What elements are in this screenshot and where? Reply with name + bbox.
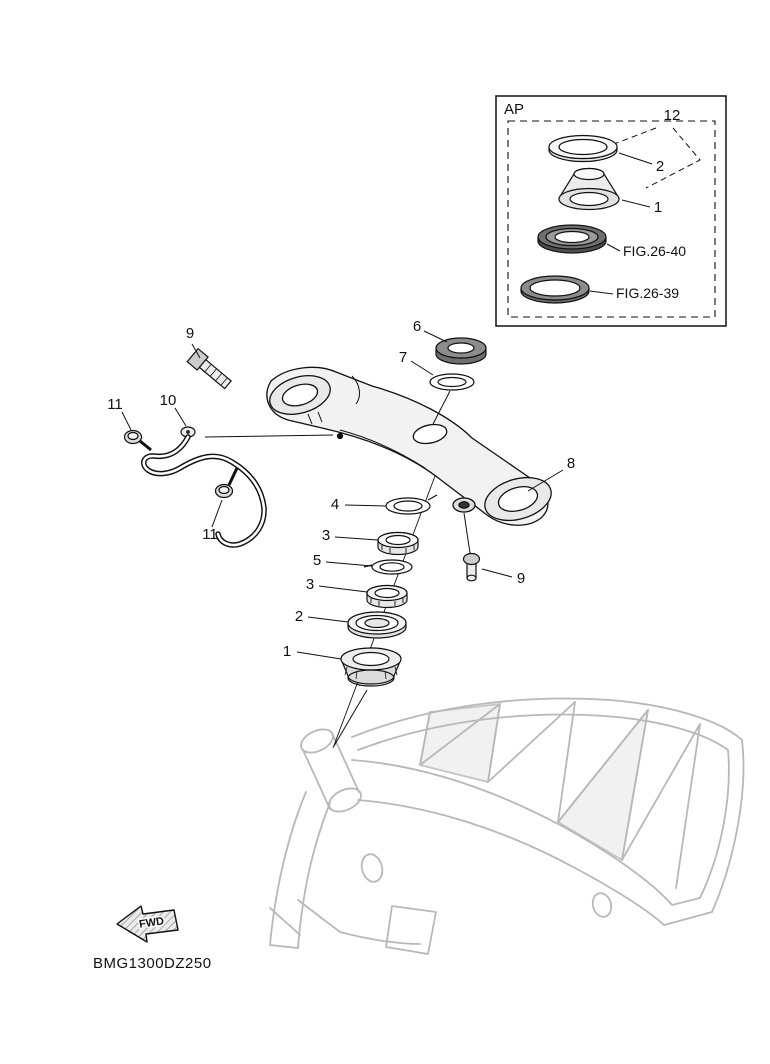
callout-3-upper: 3 bbox=[322, 527, 330, 544]
callout-9-top: 9 bbox=[186, 325, 194, 342]
callout-3-lower: 3 bbox=[306, 576, 314, 593]
callout-5: 5 bbox=[313, 552, 321, 569]
part-3-ring-nut-upper bbox=[377, 531, 419, 556]
callout-4: 4 bbox=[331, 496, 339, 513]
fig-ref-26-40: FIG.26-40 bbox=[623, 243, 686, 259]
callout-11-left: 11 bbox=[107, 396, 123, 413]
part-11-bolt-left bbox=[123, 429, 152, 452]
ap-inset: AP 12 2 1 FIG.26-40 bbox=[495, 95, 727, 327]
bolt-hole-line bbox=[463, 512, 471, 554]
part-9-bolt-bottom bbox=[462, 552, 481, 582]
inset-callout-12: 12 bbox=[664, 107, 681, 124]
callout-9-bottom: 9 bbox=[517, 570, 525, 587]
inset-callout-1: 1 bbox=[654, 199, 662, 216]
fwd-label: FWD bbox=[138, 915, 165, 930]
inset-callout-2: 2 bbox=[656, 158, 664, 175]
drawing-code: BMG1300DZ250 bbox=[93, 955, 212, 972]
part-2-dust-seal bbox=[347, 611, 407, 639]
part-11-bolt-bottom bbox=[214, 467, 239, 499]
inset-bearing-fig-26-40 bbox=[537, 224, 607, 254]
inset-dashed-border bbox=[507, 120, 716, 318]
fig-ref-26-39: FIG.26-39 bbox=[616, 285, 679, 301]
part-5-tab-washer bbox=[363, 559, 413, 575]
part-1-lower-bearing bbox=[340, 647, 402, 687]
part-10-cable-guide bbox=[141, 426, 267, 548]
part-6-bearing-cover bbox=[435, 337, 487, 365]
callout-1: 1 bbox=[283, 643, 291, 660]
inset-part-1-bearing-cone bbox=[558, 167, 620, 211]
bearing-to-headtube-line bbox=[333, 689, 368, 747]
guide-mount-line bbox=[204, 434, 334, 438]
lower-bracket bbox=[266, 366, 552, 526]
callout-10: 10 bbox=[160, 392, 177, 409]
fwd-arrow: FWD bbox=[116, 905, 179, 943]
inset-race-fig-26-39 bbox=[520, 275, 590, 304]
inset-label: AP bbox=[504, 101, 524, 118]
callout-6: 6 bbox=[413, 318, 421, 335]
part-9-bolt-top bbox=[186, 347, 232, 390]
part-4-lock-washer bbox=[385, 494, 438, 515]
part-7-washer bbox=[429, 373, 475, 391]
main-callouts: 9 6 7 11 10 8 4 3 5 3 2 1 9 11 bbox=[107, 318, 575, 660]
callout-2: 2 bbox=[295, 608, 303, 625]
callout-7: 7 bbox=[399, 349, 407, 366]
callout-8: 8 bbox=[567, 455, 575, 472]
washer-to-stem-line bbox=[432, 390, 451, 425]
inset-part-2-washer bbox=[548, 134, 618, 163]
callout-11-bottom: 11 bbox=[202, 526, 218, 543]
motorcycle-frame-art bbox=[269, 697, 745, 955]
part-3-ring-nut-lower bbox=[366, 584, 408, 609]
